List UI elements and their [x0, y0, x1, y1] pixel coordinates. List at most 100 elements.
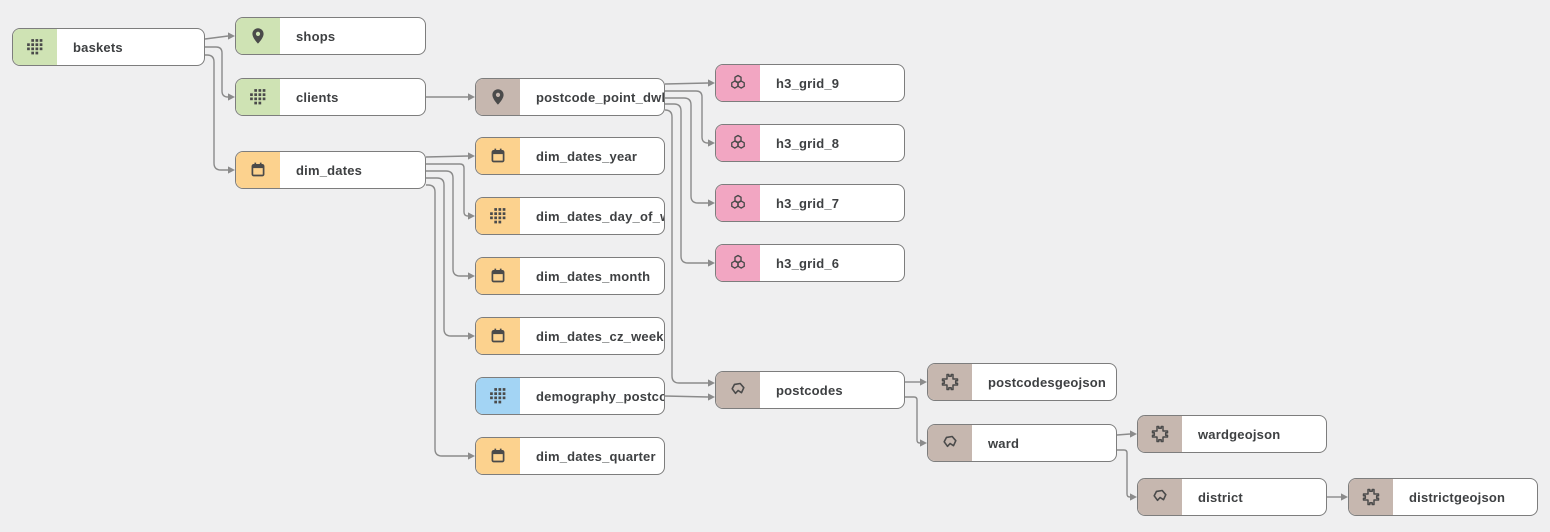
puzzle-icon [941, 373, 959, 391]
node-label: h3_grid_8 [776, 135, 840, 151]
node-label: ward [988, 435, 1020, 451]
lineage-node-dim_dates_day_of_week[interactable]: dim_dates_day_of_we [475, 197, 665, 235]
edge-arrowhead [1341, 493, 1348, 501]
puzzle-icon [1362, 488, 1380, 506]
lineage-node-wardgeojson[interactable]: wardgeojson [1137, 415, 1327, 453]
node-label: shops [296, 28, 336, 44]
edge-arrowhead [708, 259, 715, 267]
lineage-node-dim_dates_cz_week[interactable]: dim_dates_cz_week [475, 317, 665, 355]
polygon-icon [731, 382, 745, 395]
node-label: dim_dates [296, 162, 363, 178]
node-label: dim_dates_cz_week [536, 328, 664, 344]
node-label: dim_dates_quarter [536, 448, 656, 464]
node-label: dim_dates_day_of_we [536, 208, 664, 224]
node-icon-area [1138, 479, 1182, 515]
node-icon-area [476, 438, 520, 474]
edge-baskets-shops [204, 35, 229, 40]
node-icon-area [236, 18, 280, 54]
dots-grid-icon [27, 39, 43, 55]
edge-baskets-clients [205, 46, 229, 98]
lineage-node-shops[interactable]: shops [235, 17, 426, 55]
lineage-node-demography_postcode[interactable]: demography_postcod [475, 377, 665, 415]
lineage-node-postcode_point_dwh[interactable]: postcode_point_dwh [475, 78, 665, 116]
lineage-node-baskets[interactable]: baskets [12, 28, 205, 66]
lineage-node-h3_grid_9[interactable]: h3_grid_9 [715, 64, 905, 102]
polygon-icon [1153, 489, 1167, 502]
edge-postcode_point_dwh-postcodes [664, 109, 708, 384]
lineage-node-ward[interactable]: ward [927, 424, 1117, 462]
node-icon-area [13, 29, 57, 65]
hexagons-icon [731, 194, 745, 209]
node-icon-area [476, 318, 520, 354]
edge-arrowhead [468, 272, 475, 280]
node-icon-area [716, 185, 760, 221]
edge-postcode_point_dwh-h3_grid_6 [665, 103, 708, 264]
lineage-node-clients[interactable]: clients [235, 78, 426, 116]
node-label: h3_grid_7 [776, 195, 840, 211]
node-icon-area [928, 425, 972, 461]
node-label: district [1198, 489, 1243, 505]
calendar-icon [491, 448, 505, 463]
node-label: h3_grid_6 [776, 255, 840, 271]
node-label: postcodesgeojson [988, 374, 1107, 390]
node-icon-area [236, 79, 280, 115]
calendar-icon [491, 268, 505, 283]
edge-arrowhead [468, 93, 475, 101]
edge-dim_dates-dim_dates_year [425, 155, 469, 158]
node-label: demography_postcod [536, 388, 664, 404]
edge-postcode_point_dwh-h3_grid_7 [665, 97, 708, 204]
lineage-node-h3_grid_8[interactable]: h3_grid_8 [715, 124, 905, 162]
node-label: districtgeojson [1409, 489, 1506, 505]
edge-ward-wardgeojson [1116, 433, 1131, 436]
node-icon-area [1349, 479, 1393, 515]
dots-grid-icon [490, 388, 506, 404]
edge-arrowhead [708, 139, 715, 147]
lineage-node-dim_dates_quarter[interactable]: dim_dates_quarter [475, 437, 665, 475]
lineage-node-postcodesgeojson[interactable]: postcodesgeojson [927, 363, 1117, 401]
puzzle-icon [1151, 425, 1169, 443]
edge-postcode_point_dwh-h3_grid_8 [665, 90, 709, 144]
node-icon-area [1138, 416, 1182, 452]
node-icon-area [476, 138, 520, 174]
node-icon-area [928, 364, 972, 400]
edge-ward-district [1117, 449, 1131, 498]
node-icon-area [476, 79, 520, 115]
node-label: clients [296, 89, 339, 105]
node-label: dim_dates_month [536, 268, 651, 284]
lineage-node-districtgeojson[interactable]: districtgeojson [1348, 478, 1538, 516]
node-label: h3_grid_9 [776, 75, 840, 91]
lineage-node-h3_grid_6[interactable]: h3_grid_6 [715, 244, 905, 282]
edge-arrowhead [228, 32, 235, 40]
edge-dim_dates-dim_dates_day_of_week [426, 163, 469, 217]
node-label: postcodes [776, 382, 843, 398]
edge-arrowhead [920, 378, 927, 386]
lineage-node-dim_dates_month[interactable]: dim_dates_month [475, 257, 665, 295]
lineage-node-dim_dates_year[interactable]: dim_dates_year [475, 137, 665, 175]
lineage-node-district[interactable]: district [1137, 478, 1327, 516]
node-icon-area [716, 65, 760, 101]
hexagons-icon [731, 74, 745, 89]
node-icon-area [716, 125, 760, 161]
edge-arrowhead [708, 199, 715, 207]
node-icon-area [236, 152, 280, 188]
node-icon-area [716, 245, 760, 281]
lineage-node-postcodes[interactable]: postcodes [715, 371, 905, 409]
edge-dim_dates-dim_dates_quarter [426, 184, 468, 457]
node-label: dim_dates_year [536, 148, 638, 164]
calendar-icon [491, 328, 505, 343]
edge-arrowhead [1130, 493, 1137, 501]
edge-dim_dates-dim_dates_month [426, 170, 468, 277]
edge-baskets-dim_dates [205, 54, 228, 171]
edge-arrowhead [228, 166, 235, 174]
edge-arrowhead [468, 152, 475, 160]
node-label: postcode_point_dwh [536, 89, 664, 105]
edge-arrowhead [468, 452, 475, 460]
edge-arrowhead [708, 379, 715, 387]
node-label: baskets [73, 39, 123, 55]
edge-arrowhead [1130, 430, 1137, 438]
edge-arrowhead [468, 212, 475, 220]
lineage-node-h3_grid_7[interactable]: h3_grid_7 [715, 184, 905, 222]
lineage-node-dim_dates[interactable]: dim_dates [235, 151, 426, 189]
edge-dim_dates-dim_dates_cz_week [426, 177, 468, 337]
